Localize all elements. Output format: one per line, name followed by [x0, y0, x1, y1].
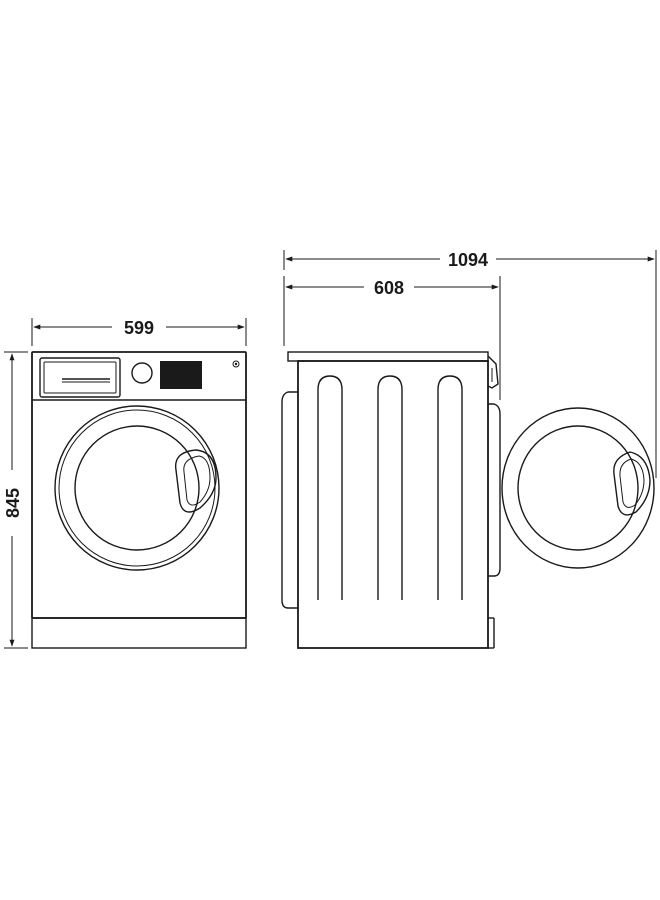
front-plinth [31, 617, 247, 649]
height-dimension: 845 [3, 351, 28, 649]
front-width-label: 599 [124, 318, 154, 338]
side-rib-2 [377, 375, 403, 600]
depth-dimension: 608 [283, 276, 501, 400]
side-cabinet [297, 360, 489, 649]
front-view: 599 845 [3, 318, 247, 649]
door-handle [174, 449, 217, 513]
side-view: 608 1094 [281, 250, 657, 649]
display-panel [160, 361, 202, 389]
front-cabinet [31, 351, 247, 619]
front-door [54, 405, 220, 571]
depth-door-open-label: 1094 [448, 250, 488, 270]
depth-label: 608 [374, 278, 404, 298]
program-knob [131, 362, 153, 384]
height-label: 845 [3, 488, 23, 518]
front-width-dimension: 599 [31, 318, 247, 346]
detergent-drawer [39, 357, 121, 398]
open-door [501, 407, 655, 569]
side-top-lid [287, 351, 489, 362]
power-button [232, 360, 240, 368]
side-rib-3 [437, 375, 463, 600]
open-door-handle [613, 451, 651, 516]
side-rib-1 [317, 375, 343, 600]
depth-door-open-dimension: 1094 [283, 250, 657, 478]
